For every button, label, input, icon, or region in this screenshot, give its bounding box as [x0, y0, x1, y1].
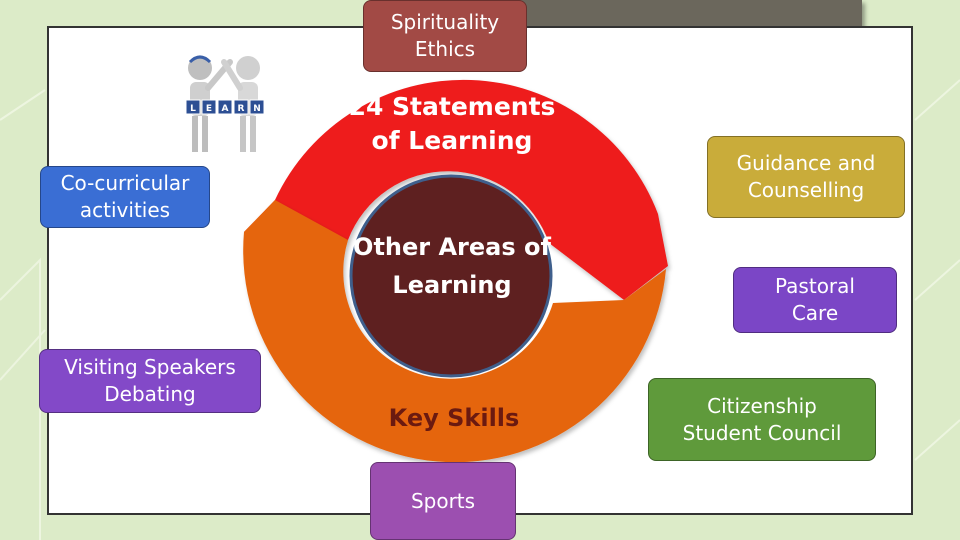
guidance-counselling-box: Guidance and Counselling [707, 136, 905, 218]
learn-letter: A [222, 104, 229, 114]
learn-letter: L [190, 104, 196, 114]
ring-bottom-label: Key Skills [388, 404, 520, 432]
learn-letter: E [206, 104, 212, 114]
co-curricular-box: Co-curricular activities [40, 166, 210, 228]
ring-bottom-segment [243, 200, 666, 463]
learn-letter: R [238, 104, 245, 114]
spirituality-ethics-box: Spirituality Ethics [363, 0, 527, 72]
ring-top-label: 24 Statements of Learning [348, 92, 556, 155]
pastoral-care-box: Pastoral Care [733, 267, 897, 333]
inner-circle [349, 174, 553, 378]
ring-top-segment [244, 79, 668, 300]
citizenship-box: Citizenship Student Council [648, 378, 876, 461]
learn-figures-icon: L E A R N [185, 55, 265, 152]
learn-letter: N [253, 104, 261, 114]
visiting-speakers-box: Visiting Speakers Debating [39, 349, 261, 413]
sports-box: Sports [370, 462, 516, 540]
inner-circle-label: Other Areas of Learning [353, 233, 551, 300]
